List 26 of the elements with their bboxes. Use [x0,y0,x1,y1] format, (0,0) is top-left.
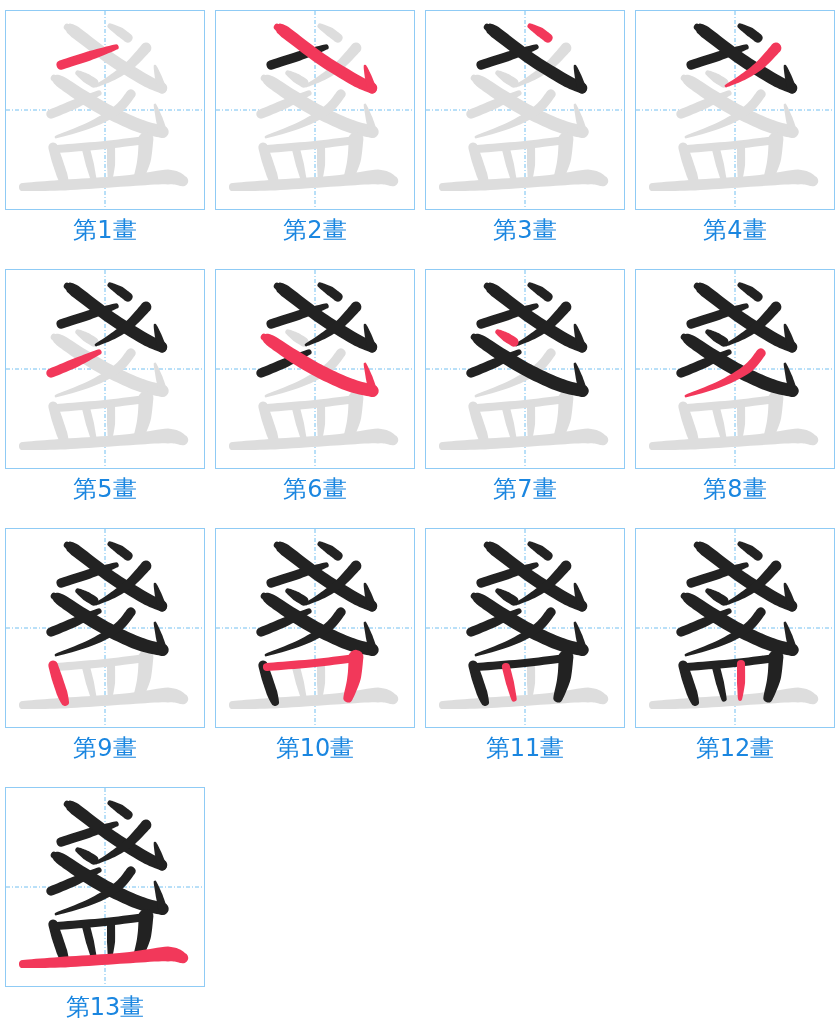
step-caption: 第8畫 [703,474,767,504]
stroke-order-panel [425,10,625,210]
stroke-order-panel [5,10,205,210]
step-caption: 第5畫 [73,474,137,504]
stroke-order-panel [5,787,205,987]
step-caption: 第3畫 [493,215,557,245]
step-caption: 第13畫 [65,992,145,1022]
step-caption: 第6畫 [283,474,347,504]
step-caption: 第7畫 [493,474,557,504]
step-caption: 第2畫 [283,215,347,245]
stroke-order-panel [425,528,625,728]
stroke-order-panel [635,528,835,728]
stroke-order-panel [215,269,415,469]
stroke-order-panel [5,528,205,728]
stroke-order-panel [425,269,625,469]
step-caption: 第12畫 [695,733,775,763]
stroke-order-panel [215,10,415,210]
step-caption: 第9畫 [73,733,137,763]
step-caption: 第10畫 [275,733,355,763]
stroke-order-panel [635,10,835,210]
step-caption: 第4畫 [703,215,767,245]
step-caption: 第11畫 [485,733,565,763]
step-caption: 第1畫 [73,215,137,245]
stroke-order-panel [5,269,205,469]
stroke-order-panel [215,528,415,728]
stroke-order-panel [635,269,835,469]
